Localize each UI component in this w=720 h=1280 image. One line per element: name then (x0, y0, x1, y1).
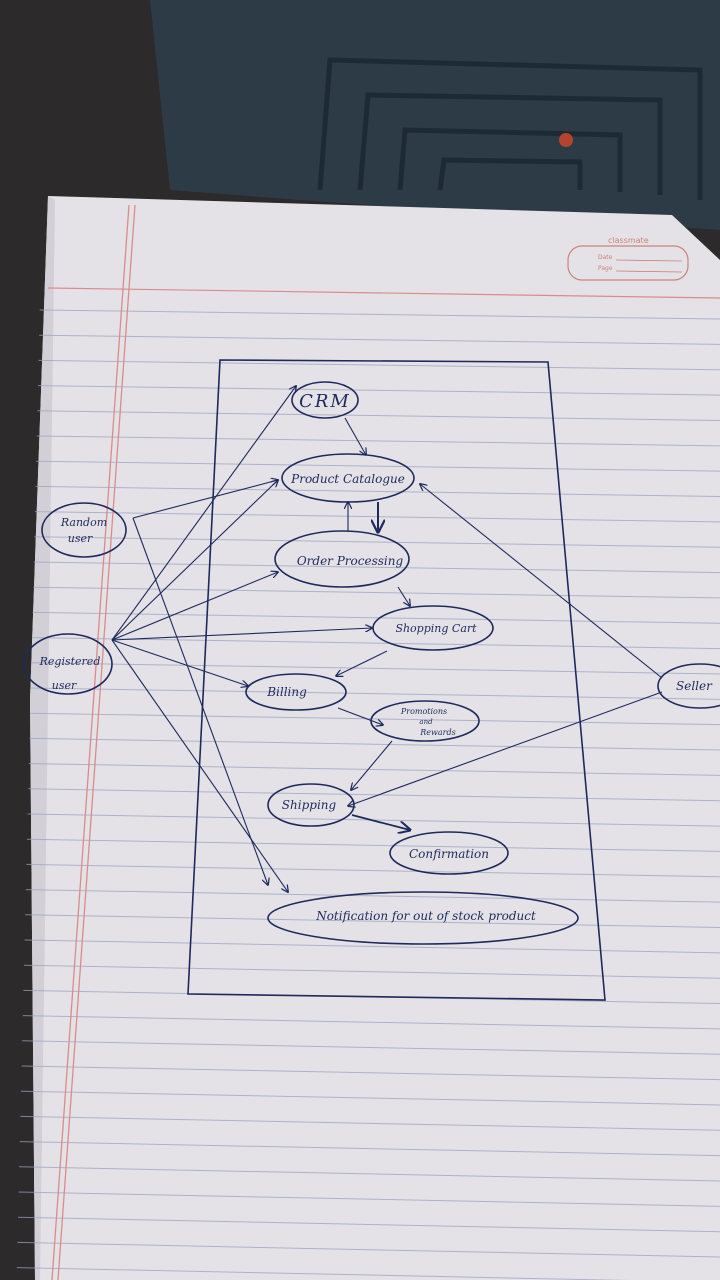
usecase-shopping-cart (372, 605, 494, 651)
edge-seller-catalogue (420, 484, 663, 679)
label-promotions-line1: Promotions (400, 707, 447, 716)
label-random-user-line1: Random (60, 516, 107, 529)
label-registered-user-line1: Registered (39, 655, 101, 668)
label-promotions-line3: Rewards (419, 728, 455, 737)
actor-seller (657, 663, 720, 709)
classmate-header-box: classmate Date Page (567, 236, 689, 281)
edge-random-catalogue (132, 480, 278, 519)
ruled-line (29, 737, 720, 751)
ruled-line (25, 889, 720, 903)
ruled-lines (16, 309, 720, 1280)
brand-label: classmate (608, 236, 649, 245)
label-order-processing: Order Processing (297, 554, 404, 568)
ruled-line (28, 788, 720, 802)
ruled-line (31, 662, 720, 675)
ruled-line (17, 1241, 720, 1258)
ruled-line (21, 1065, 720, 1081)
margin-line (57, 204, 136, 1280)
system-boundary (187, 359, 606, 1001)
label-promotions-line2: and (419, 718, 433, 726)
label-notification: Notification for out of stock product (315, 909, 536, 923)
edge-registered-order (111, 572, 278, 641)
ruled-line (39, 309, 720, 320)
label-product-catalogue: Product Catalogue (290, 472, 405, 486)
ruled-line (25, 914, 720, 928)
ruled-line (26, 863, 720, 878)
ruled-line (22, 1015, 720, 1030)
date-label: Date (598, 254, 613, 261)
ruled-line (18, 1191, 720, 1207)
ruled-line (31, 637, 720, 650)
edge-order-cart (397, 586, 410, 606)
ruled-line (30, 687, 720, 700)
edge-registered-billing (111, 639, 248, 686)
edge-shipping-confirmation (351, 814, 410, 830)
edge-crm-catalogue (344, 417, 366, 455)
usecase-crm (291, 381, 359, 419)
edge-cart-billing (336, 650, 388, 676)
ruled-line (33, 586, 720, 599)
ruled-line (24, 939, 720, 954)
margin-line-2 (51, 204, 130, 1280)
ruled-line (32, 611, 720, 624)
edge-registered-cart (111, 628, 372, 641)
actor-registered-user (23, 633, 113, 695)
fabric-pattern (317, 57, 703, 200)
ruled-line (22, 1040, 720, 1055)
edge-registered-crm (111, 386, 296, 641)
label-crm: CRM (299, 391, 351, 412)
edge-registered-notification (111, 639, 288, 892)
ruled-line (21, 1090, 720, 1106)
ruled-line (19, 1166, 720, 1182)
usecase-confirmation (389, 831, 509, 875)
ruled-line (27, 838, 720, 852)
usecase-notification (267, 891, 579, 945)
usecase-billing (245, 673, 347, 711)
ruled-line (38, 359, 720, 371)
label-random-user-line2: user (68, 532, 93, 545)
edge-seller-shipping (348, 691, 663, 806)
label-billing: Billing (266, 685, 307, 699)
label-registered-user-line2: user (52, 679, 77, 692)
label-shipping: Shipping (282, 798, 337, 812)
edge-billing-promotions (337, 707, 383, 725)
ruled-line (37, 410, 720, 421)
ruled-line (28, 763, 720, 776)
ruled-line (30, 712, 720, 726)
ruled-line (34, 536, 720, 548)
edge-registered-catalogue (111, 480, 278, 641)
usecase-order-processing (274, 530, 410, 588)
ruled-line (19, 1141, 720, 1157)
label-confirmation: Confirmation (409, 847, 489, 861)
label-shopping-cart: Shopping Cart (395, 622, 477, 635)
ruled-line (36, 435, 720, 447)
notebook-page (30, 196, 720, 1280)
page-edge-shadow (30, 196, 55, 1280)
ruled-line (20, 1115, 720, 1131)
edge-promotions-shipping (351, 740, 393, 790)
page-label: Page (598, 265, 613, 272)
ruled-line (39, 334, 720, 345)
ruled-line (35, 485, 720, 498)
ruled-line (36, 460, 720, 472)
header-line (47, 287, 720, 299)
label-seller: Seller (676, 679, 713, 693)
connectors (111, 386, 663, 892)
fabric-red-dot (559, 133, 573, 147)
ruled-line (24, 964, 720, 979)
ruled-line (33, 561, 720, 574)
ruled-line (17, 1216, 720, 1233)
actor-random-user (41, 502, 127, 558)
ruled-line (37, 385, 720, 396)
